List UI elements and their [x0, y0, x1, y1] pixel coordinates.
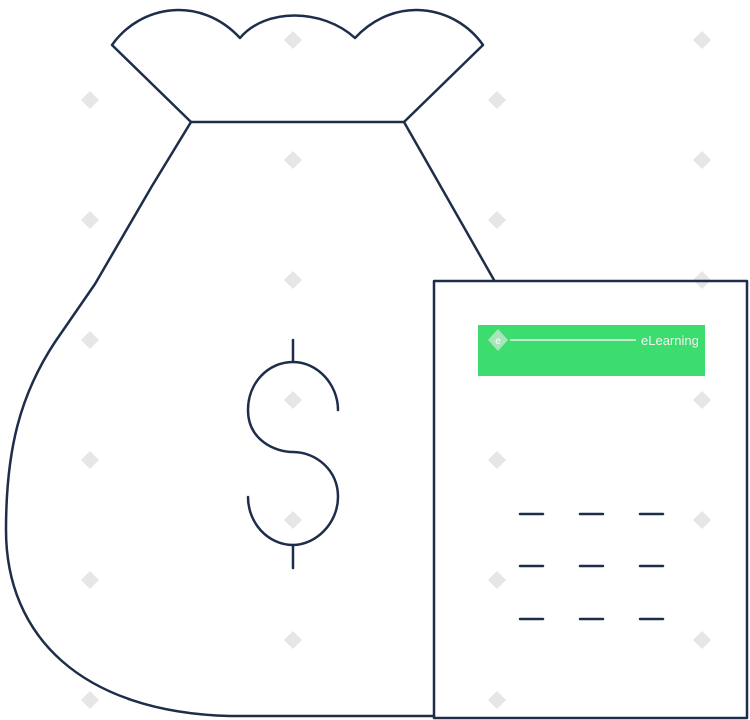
- watermark-badge-letter: e: [495, 336, 501, 347]
- watermark-diamond: [81, 211, 99, 229]
- calculator-icon: [432, 279, 749, 720]
- watermark-diamond: [284, 31, 302, 49]
- watermark-diamond: [488, 211, 506, 229]
- watermark-pattern: [81, 31, 711, 709]
- watermark-diamond: [81, 451, 99, 469]
- watermark-diamond: [488, 691, 506, 709]
- money-bag-icon: [4, 8, 496, 718]
- watermark-text: eLearning: [641, 333, 699, 348]
- money-bag-body-right: [402, 120, 496, 282]
- watermark-diamond: [488, 91, 506, 109]
- calculator-body: [432, 279, 749, 720]
- dollar-sign-icon: [246, 338, 340, 570]
- watermark-diamond: [284, 151, 302, 169]
- watermark-diamond: [693, 31, 711, 49]
- watermark-diamond: [488, 571, 506, 589]
- watermark-diamond: [693, 511, 711, 529]
- watermark-diamond: [693, 631, 711, 649]
- watermark-label: e eLearning: [488, 329, 699, 351]
- watermark-diamond: [284, 511, 302, 529]
- calculator-keypad: [518, 512, 665, 621]
- watermark-diamond: [81, 331, 99, 349]
- watermark-diamond: [81, 691, 99, 709]
- watermark-diamond: [284, 271, 302, 289]
- watermark-diamond: [284, 631, 302, 649]
- watermark-diamond: [488, 451, 506, 469]
- money-bag-top-ruffle: [110, 8, 485, 124]
- calculator-display: [478, 325, 705, 376]
- watermark-diamond: [693, 151, 711, 169]
- money-bag-body: [4, 120, 436, 718]
- watermark-diamond: [81, 91, 99, 109]
- watermark-diamond: [81, 571, 99, 589]
- watermark-badge-icon: [488, 329, 508, 351]
- watermark-diamond: [693, 391, 711, 409]
- watermark-diamond: [284, 391, 302, 409]
